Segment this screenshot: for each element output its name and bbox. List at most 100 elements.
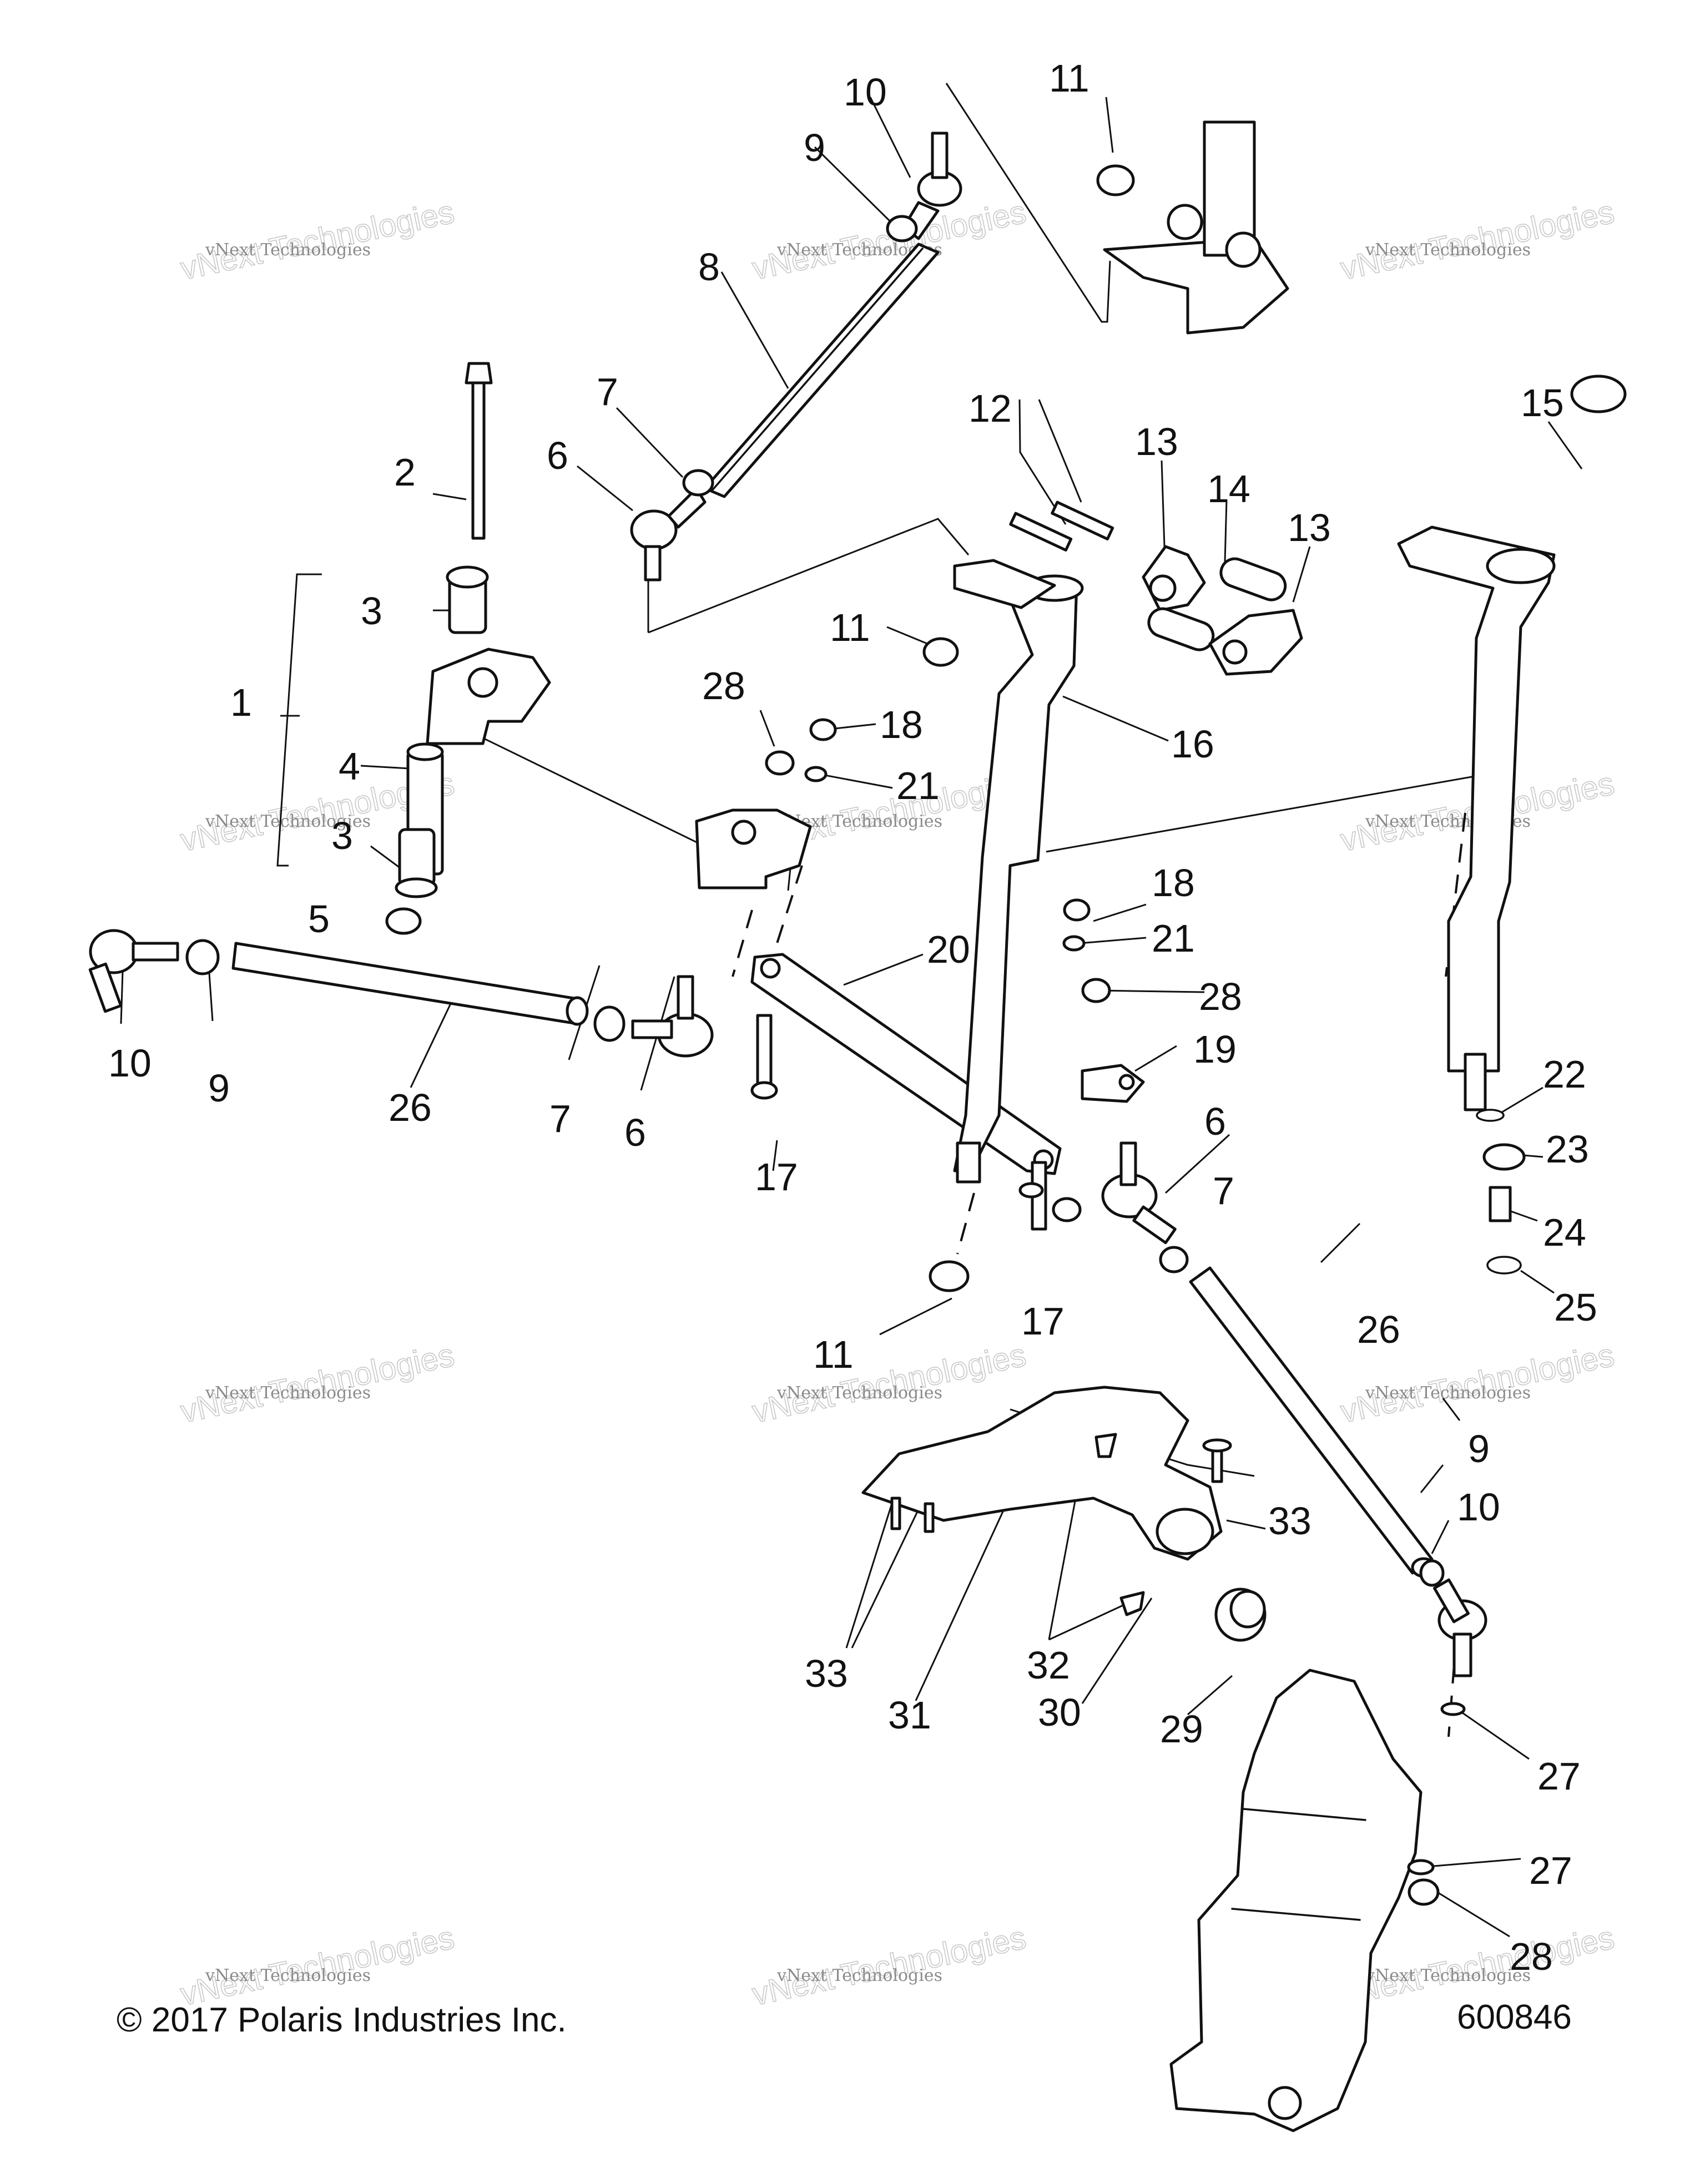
part-bolt-2 [465,362,493,540]
part-steering-post-16 [953,559,1084,1184]
copyright-notice: © 2017 Polaris Industries Inc. [117,2001,567,2039]
figure-number: 600846 [1457,1998,1572,2036]
callout-label: 13 [1288,506,1331,549]
callout-label: 2 [394,451,416,494]
part-nut-28-lower [1408,1878,1440,1906]
part-steering-post-right [1397,525,1556,1111]
center-lines [732,812,1466,1737]
part-nut-18-lower [1063,898,1091,922]
part-jam-nut-left [593,1005,625,1042]
callout-label: 12 [968,387,1012,430]
part-washer-21-lower [1062,935,1086,952]
watermark-text: vNext Technologies [776,1383,942,1403]
callout-label: 9 [208,1066,230,1110]
callout-label: 11 [1049,57,1089,100]
part-washer-23 [1482,1143,1526,1171]
callout-label: 27 [1537,1755,1581,1798]
callout-label: 7 [597,370,618,413]
part-tie-rod-end-right [1101,1141,1177,1245]
part-nut-18-upper [809,718,837,741]
callout-label: 28 [1510,1935,1553,1978]
part-lower-tie-rod-left [231,942,589,1026]
part-flange-nut-11-lower [929,1260,970,1292]
callout-label: 9 [804,126,825,169]
part-bolt-17-left [750,1014,778,1100]
part-tie-rod-end-upper [902,132,962,240]
callout-label: 7 [549,1097,571,1140]
callout-label: 21 [1152,917,1195,960]
part-washer-27-upper [1440,1702,1466,1716]
callout-label: 29 [1160,1707,1203,1751]
part-tie-rod-end-right-lower [1433,1578,1487,1677]
callout-label: 18 [880,703,923,746]
callout-label: 1 [230,681,252,724]
part-washer-27-lower [1407,1859,1435,1875]
callout-label: 11 [813,1333,854,1376]
part-jam-nut-right-lower [1419,1559,1445,1587]
callout-label: 7 [1213,1169,1234,1212]
callout-label: 26 [1357,1308,1400,1351]
watermark-text: vNext Technologies [1365,1383,1531,1403]
part-plug-15 [1570,375,1627,413]
part-tie-rod-end-left-inner [631,975,714,1058]
part-snap-ring-25 [1486,1256,1522,1275]
callout-label: 24 [1543,1211,1586,1254]
callout-label: 5 [308,897,330,941]
watermark-text: vNext Technologies [205,1383,371,1403]
callout-label: 33 [805,1652,848,1695]
callout-label: 10 [108,1042,152,1085]
part-steering-column-mount [1096,120,1289,335]
part-rivet-33-right [1202,1438,1232,1483]
watermark-text: vNext Technologies [205,1966,371,1985]
part-upper-tie-rod [703,242,940,498]
callout-label: 20 [927,928,970,971]
callout-label: 30 [1038,1691,1081,1734]
watermark-text: vNext Technologies [205,812,371,831]
callout-label: 26 [389,1086,432,1129]
part-washer-21-upper [804,766,828,782]
callout-label: 6 [1204,1100,1226,1143]
callout-label: 3 [331,814,353,857]
callout-label: 19 [1193,1028,1237,1071]
part-pin-24 [1489,1186,1512,1222]
callout-label: 4 [339,745,360,788]
callout-label: 28 [702,664,745,707]
part-bushing-lower [395,828,438,898]
callout-numbers: 10 11 9 8 7 6 2 3 1 4 3 5 10 9 26 7 6 12… [108,57,1597,1978]
part-nut-5 [385,907,422,935]
callout-label: 15 [1521,381,1564,424]
part-clamp-13-lower [1208,609,1303,676]
callout-label: 10 [1457,1485,1500,1529]
callout-label: 16 [1171,722,1214,766]
callout-label: 27 [1529,1849,1572,1892]
callout-label: 22 [1543,1053,1586,1096]
callout-label: 8 [698,245,720,289]
callout-label: 23 [1546,1128,1589,1171]
part-bushing-upper [446,565,489,634]
part-skid-plate-31 [861,1386,1223,1561]
part-bolt-12 [1009,501,1114,552]
part-tie-rod-end-left [88,929,220,1013]
part-nut-28-mid [1081,978,1111,1003]
part-flange-nut-11-mid [922,637,959,667]
callout-label: 13 [1135,420,1178,463]
callout-label: 21 [896,764,940,807]
callout-label: 18 [1152,861,1195,904]
part-screw-32 [1094,1433,1145,1616]
part-drag-link-20 [750,953,1062,1175]
watermark-text: vNext Technologies [1365,240,1531,260]
watermark-text: vNext Technologies [776,1966,942,1985]
callout-label: 17 [1021,1300,1065,1343]
part-rivet-33-left [890,1497,935,1533]
part-snap-ring-22 [1476,1109,1505,1122]
part-pitman-bracket [426,648,551,745]
part-jam-nut-upper [886,215,918,242]
part-pivot-block [695,808,812,889]
part-nut-28-upper [765,750,795,776]
callout-label: 14 [1207,467,1250,510]
callout-label: 32 [1027,1644,1070,1687]
callout-label: 6 [547,434,568,477]
callout-label: 9 [1468,1427,1490,1470]
callout-label: 11 [830,606,870,649]
